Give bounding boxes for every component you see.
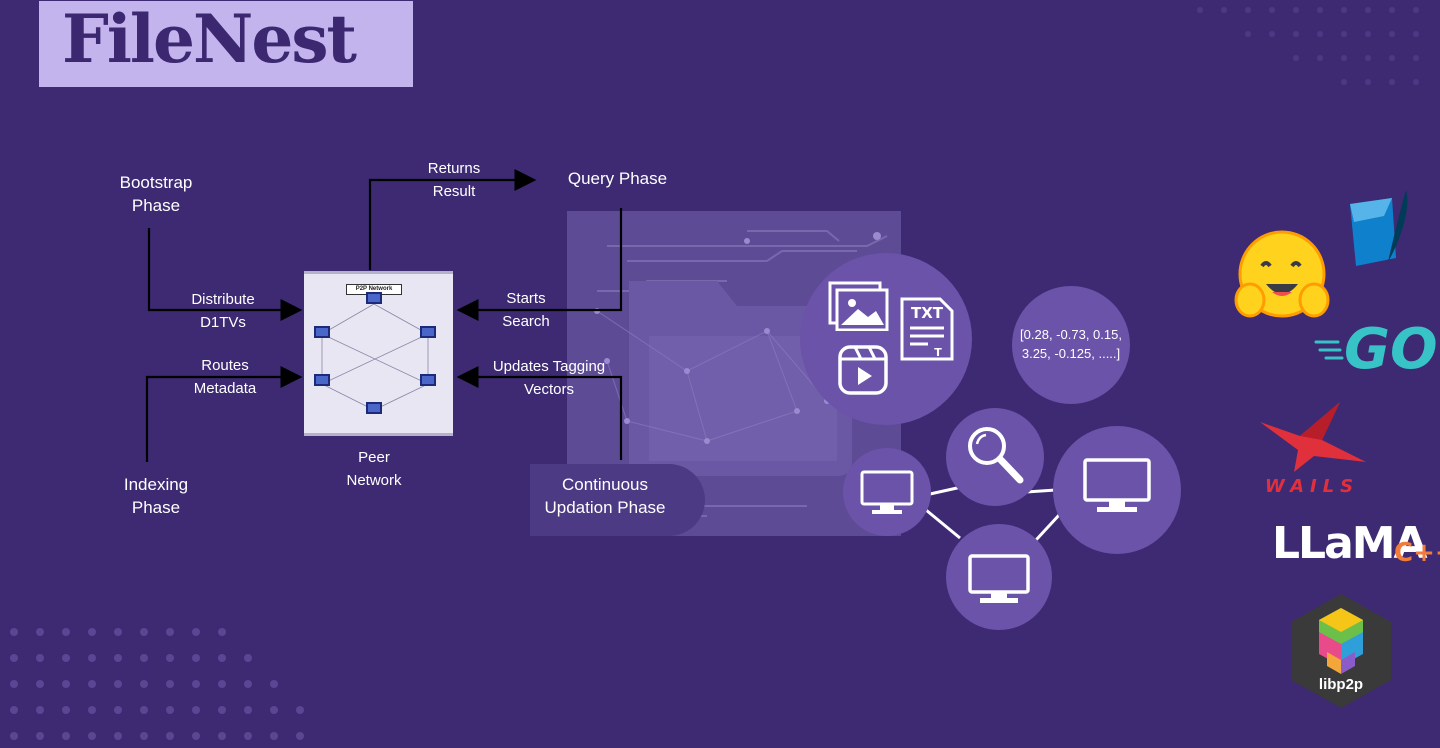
peer-network-label: Peer Network <box>324 446 424 492</box>
image-icon <box>828 281 889 331</box>
circuit-background <box>587 230 888 517</box>
go-icon: GO <box>1314 317 1436 374</box>
updates-label: Updates Tagging Vectors <box>484 355 614 401</box>
bootstrap-phase-label: Bootstrap Phase <box>96 171 216 217</box>
vector-circle <box>1012 286 1130 404</box>
monitor-icon <box>1083 458 1151 512</box>
bootstrap-line-1: Bootstrap <box>119 173 193 192</box>
continuous-line-1: Continuous <box>561 475 648 494</box>
updates-line-1: Updates Tagging <box>492 358 606 375</box>
updates-line-2: Vectors <box>523 381 575 398</box>
starts-line-1: Starts <box>506 290 546 307</box>
starts-line-2: Search <box>502 313 550 330</box>
cpp-text: C++ <box>1394 538 1440 568</box>
libp2p-text: libp2p <box>1318 676 1364 693</box>
vector-text: [0.28, -0.73, 0.15, 3.25, -0.125, .....] <box>1012 325 1130 363</box>
distribute-line-2: D1TVs <box>200 314 246 331</box>
sqlite-icon <box>1350 190 1408 266</box>
returns-label: Returns Result <box>404 157 504 203</box>
dot-pattern <box>10 628 304 740</box>
llama-text: LLaMA <box>1272 518 1428 569</box>
dot-pattern-top-right <box>1197 7 1419 85</box>
peer-line-1: Peer <box>358 449 390 466</box>
distribute-label: Distribute D1TVs <box>168 288 278 334</box>
go-text: GO <box>1344 317 1436 374</box>
continuous-line-2: Updation Phase <box>544 498 666 517</box>
monitor-icon <box>860 470 914 514</box>
libp2p-hexagon <box>1291 594 1391 708</box>
distribute-line-1: Distribute <box>191 291 255 308</box>
monitor-circle-bottom <box>946 524 1052 630</box>
continuous-phase-label: Continuous Updation Phase <box>530 473 680 519</box>
hugging-face-icon <box>1234 230 1330 318</box>
indexing-line-2: Phase <box>131 498 181 517</box>
libp2p-icon: libp2p <box>1289 592 1393 710</box>
returns-line-1: Returns <box>427 160 481 177</box>
peer-line-2: Network <box>346 472 402 489</box>
search-icon <box>968 427 1024 484</box>
video-icon <box>838 345 888 395</box>
monitor-circle-left <box>843 448 931 536</box>
continuous-phase-box <box>530 464 705 536</box>
filenest-logo: FileNest <box>62 0 357 78</box>
t-label: T <box>934 346 942 359</box>
monitor-icon <box>968 554 1030 603</box>
logo-banner <box>39 1 413 87</box>
routes-line-2: Metadata <box>193 380 257 397</box>
query-phase-label: Query Phase <box>567 169 668 188</box>
llama-cpp-icon: LLaMA C++ <box>1272 518 1440 574</box>
vector-line-1: [0.28, -0.73, 0.15, <box>1020 327 1122 342</box>
indexing-line-1: Indexing <box>123 475 189 494</box>
p2p-network-diagram: P2P Network <box>304 271 453 436</box>
wails-icon: WAILS <box>1260 402 1366 496</box>
wails-text: WAILS <box>1265 476 1359 496</box>
monitor-circle-right <box>1053 426 1181 554</box>
starts-label: Starts Search <box>478 287 574 333</box>
bootstrap-line-2: Phase <box>131 196 181 215</box>
p2p-topology <box>314 292 436 414</box>
vector-line-2: 3.25, -0.125, .....] <box>1021 346 1121 361</box>
search-circle <box>946 408 1044 506</box>
indexing-phase-label: Indexing Phase <box>96 473 216 519</box>
returns-line-2: Result <box>432 183 476 200</box>
routes-label: Routes Metadata <box>170 354 280 400</box>
txt-label: TXT <box>911 304 944 322</box>
routes-line-1: Routes <box>201 357 249 374</box>
txt-file-icon: TXT T <box>900 297 954 361</box>
